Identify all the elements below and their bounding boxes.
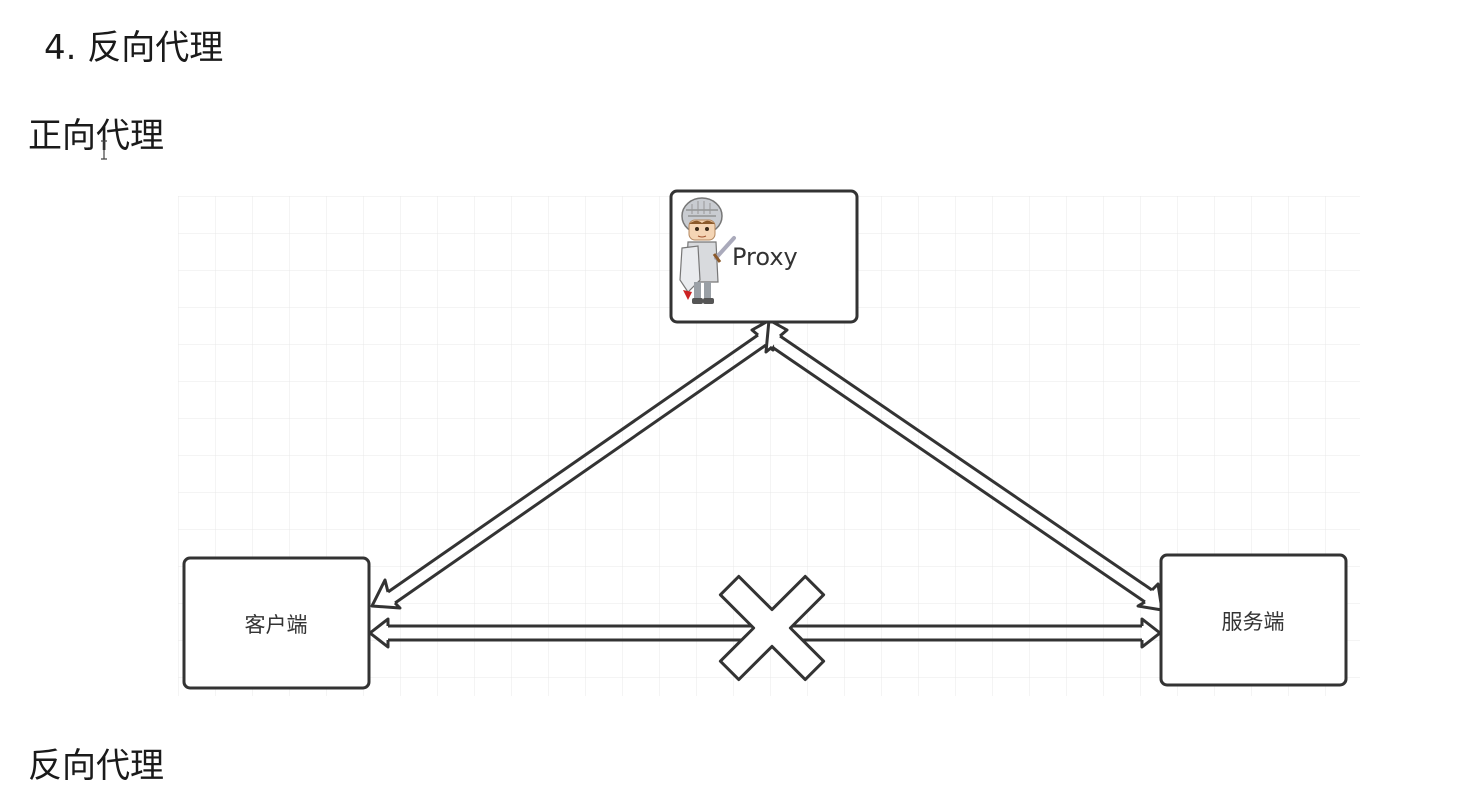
- client-node[interactable]: 客户端: [182, 556, 371, 690]
- arrow-server-proxy: [764, 318, 1164, 612]
- forward-proxy-heading: 正向代理: [28, 116, 164, 156]
- reverse-proxy-heading: 反向代理: [28, 746, 164, 786]
- proxy-node[interactable]: Proxy: [669, 189, 859, 324]
- server-node[interactable]: 服务端: [1159, 553, 1348, 687]
- page-title: 4. 反向代理: [44, 28, 224, 68]
- client-label: 客户端: [245, 613, 308, 637]
- knight-avatar-icon: [679, 197, 736, 304]
- proxy-label: Proxy: [732, 243, 798, 271]
- server-label: 服务端: [1222, 610, 1285, 634]
- x-cross-icon: [718, 574, 826, 682]
- text-cursor-icon: [101, 140, 107, 160]
